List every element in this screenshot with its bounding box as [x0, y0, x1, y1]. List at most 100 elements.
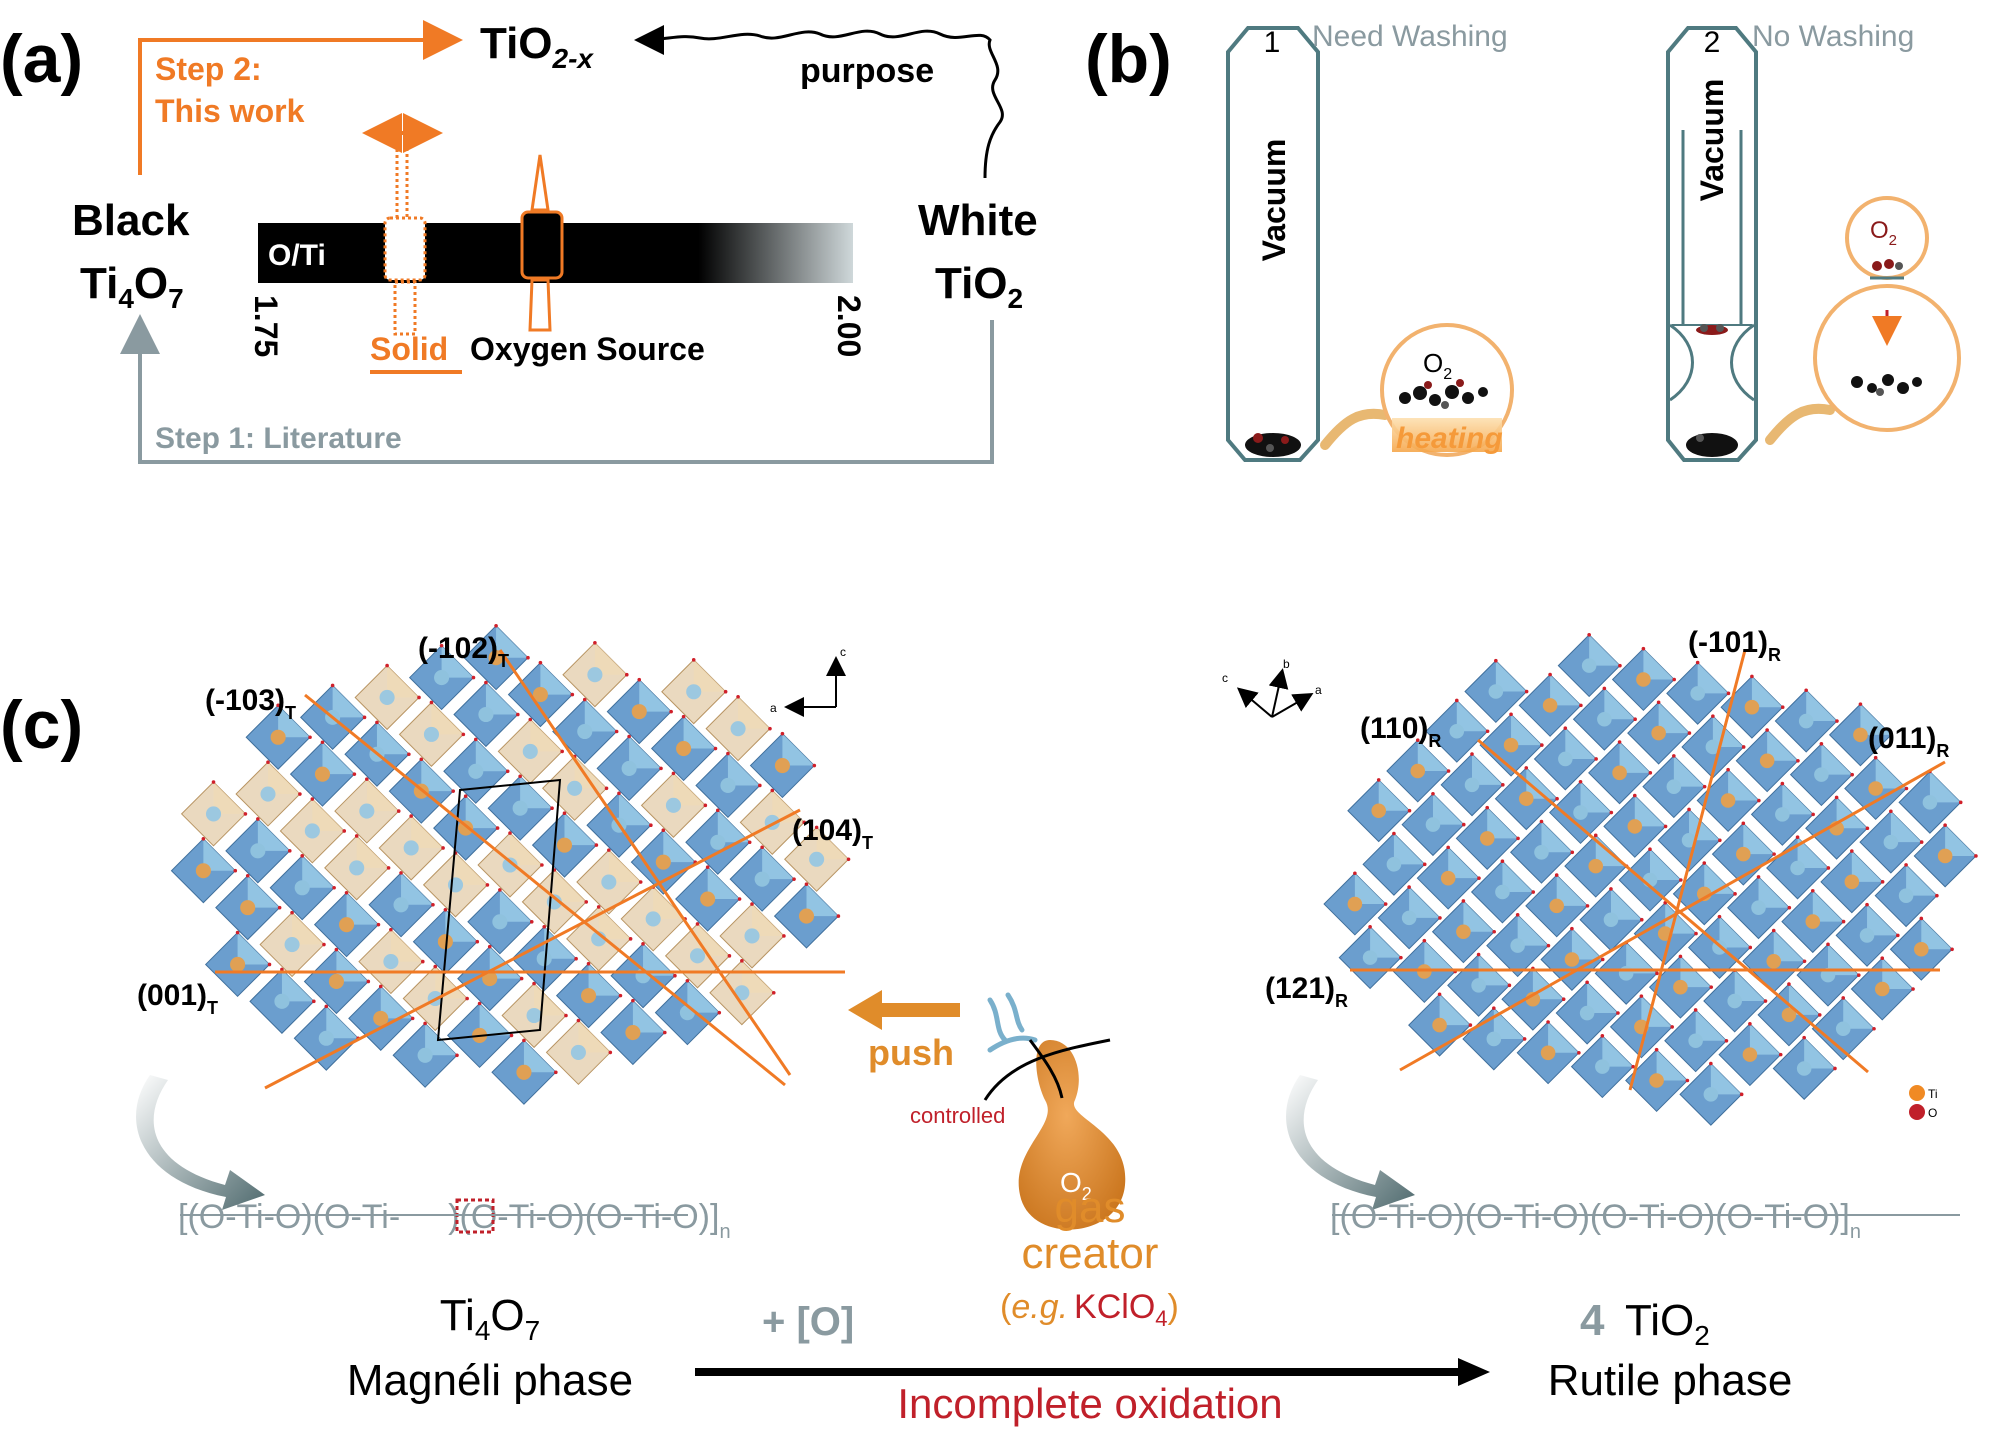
plane-label-121: (121)R — [1265, 972, 1348, 1011]
octahedron — [1470, 859, 1536, 924]
octahedron — [467, 888, 534, 955]
push-label: push — [868, 1032, 954, 1073]
plus-oxygen: + [O] — [762, 1300, 854, 1344]
octahedron — [1347, 778, 1412, 843]
purpose-label: purpose — [800, 52, 934, 90]
left-chain: [(O-Ti-O)(O-Ti-)(O-Ti-O)(O-Ti-O)]n — [178, 1198, 731, 1243]
octahedron — [784, 825, 851, 892]
step1-arrow — [120, 314, 994, 464]
octahedron — [1703, 968, 1768, 1033]
oxygen-source-label: Oxygen Source — [470, 331, 705, 367]
tube1-number: 1 — [1264, 26, 1281, 59]
plane-line-m101 — [1628, 649, 1747, 1091]
tube2-bottom-circle — [1813, 284, 1961, 432]
tube2-caption: No Washing — [1752, 20, 1914, 53]
octahedron — [1431, 899, 1496, 964]
octahedron — [1618, 847, 1683, 912]
octahedron — [453, 680, 520, 748]
octahedron — [542, 754, 609, 821]
step1-label: Step 1: Literature — [155, 422, 402, 455]
plane-label-001: (001)T — [137, 979, 218, 1018]
octahedron — [368, 871, 435, 938]
octahedron — [552, 697, 619, 765]
octahedron — [501, 981, 568, 1049]
octahedron — [457, 944, 524, 1012]
tube2-zoom-arrow — [1765, 403, 1835, 445]
rutile-lattice — [1323, 633, 1978, 1126]
octahedron — [259, 910, 326, 978]
tube2-vacuum: Vacuum — [1694, 79, 1730, 202]
octahedron — [630, 828, 698, 895]
octahedron — [313, 890, 381, 958]
octahedron — [1811, 996, 1876, 1061]
unit-cell-outline — [436, 778, 562, 1042]
octahedron — [1440, 752, 1505, 817]
push-arrow — [848, 990, 960, 1030]
plane-label-011: (011)R — [1868, 722, 1949, 761]
octahedron — [1913, 823, 1978, 888]
octahedron — [1323, 871, 1388, 936]
tube2-source-particles — [1870, 259, 1904, 280]
octahedron — [729, 845, 796, 912]
heating-flame — [1392, 418, 1502, 452]
octahedron — [1501, 966, 1566, 1031]
octahedron — [180, 780, 248, 847]
atom-legend: Ti O — [1909, 1085, 1938, 1120]
left-curved-arrow — [136, 1075, 265, 1210]
octahedron — [1742, 928, 1807, 993]
octahedron — [1648, 954, 1714, 1019]
octahedron — [1720, 674, 1785, 739]
axis-right-b: b — [1283, 657, 1290, 671]
octahedron — [334, 777, 401, 844]
octahedron — [269, 854, 336, 921]
octahedron — [1657, 807, 1722, 872]
octahedron — [1633, 900, 1698, 966]
octahedron — [654, 978, 722, 1046]
octahedron — [1479, 712, 1544, 777]
octahedron — [1898, 769, 1963, 834]
octahedron — [170, 837, 238, 904]
plane-line-m102 — [498, 649, 792, 1076]
tube2-particles — [1851, 374, 1922, 396]
octahedron — [1844, 755, 1909, 821]
right-curved-arrow — [1286, 1075, 1415, 1210]
octahedron — [695, 751, 762, 819]
gas-creator — [983, 992, 1126, 1230]
tube2-number: 2 — [1704, 26, 1721, 59]
octahedron — [293, 1004, 360, 1071]
octahedron — [408, 643, 476, 711]
octahedron — [719, 902, 786, 969]
right-chain: [(O-Ti-O)(O-Ti-O)(O-Ti-O)(O-Ti-O)]n — [1330, 1198, 1861, 1243]
axis-right-a: a — [1315, 683, 1322, 697]
plane-lines-right — [1350, 649, 1946, 1091]
octahedron — [1789, 742, 1854, 807]
octahedron — [507, 660, 575, 728]
gas-o2-label: O2 — [1060, 1167, 1092, 1204]
octahedron — [1549, 779, 1614, 845]
tick-200: 2.00 — [831, 295, 867, 357]
octahedron — [487, 774, 554, 841]
octahedron — [1377, 885, 1442, 950]
octahedron — [1796, 942, 1861, 1007]
octahedron — [620, 885, 687, 952]
octahedron — [1735, 728, 1800, 793]
octahedron — [1679, 1061, 1744, 1126]
right-phase: Rutile phase — [1548, 1356, 1793, 1405]
tube1-vacuum: Vacuum — [1256, 139, 1292, 262]
octahedron — [412, 907, 480, 975]
octahedron — [1533, 726, 1598, 791]
octahedron — [739, 788, 806, 855]
octahedron — [1781, 888, 1846, 954]
octahedron — [1718, 1022, 1783, 1087]
octahedron — [1889, 916, 1954, 981]
octahedron — [1447, 952, 1512, 1017]
octahedron — [1850, 956, 1915, 1021]
octahedron — [443, 737, 510, 804]
octahedron — [1572, 686, 1637, 751]
octahedron — [1711, 821, 1776, 886]
axis-right-c: c — [1222, 671, 1228, 685]
octahedron — [1425, 698, 1490, 763]
solid-label: Solid — [370, 331, 448, 367]
octahedron — [204, 930, 272, 998]
